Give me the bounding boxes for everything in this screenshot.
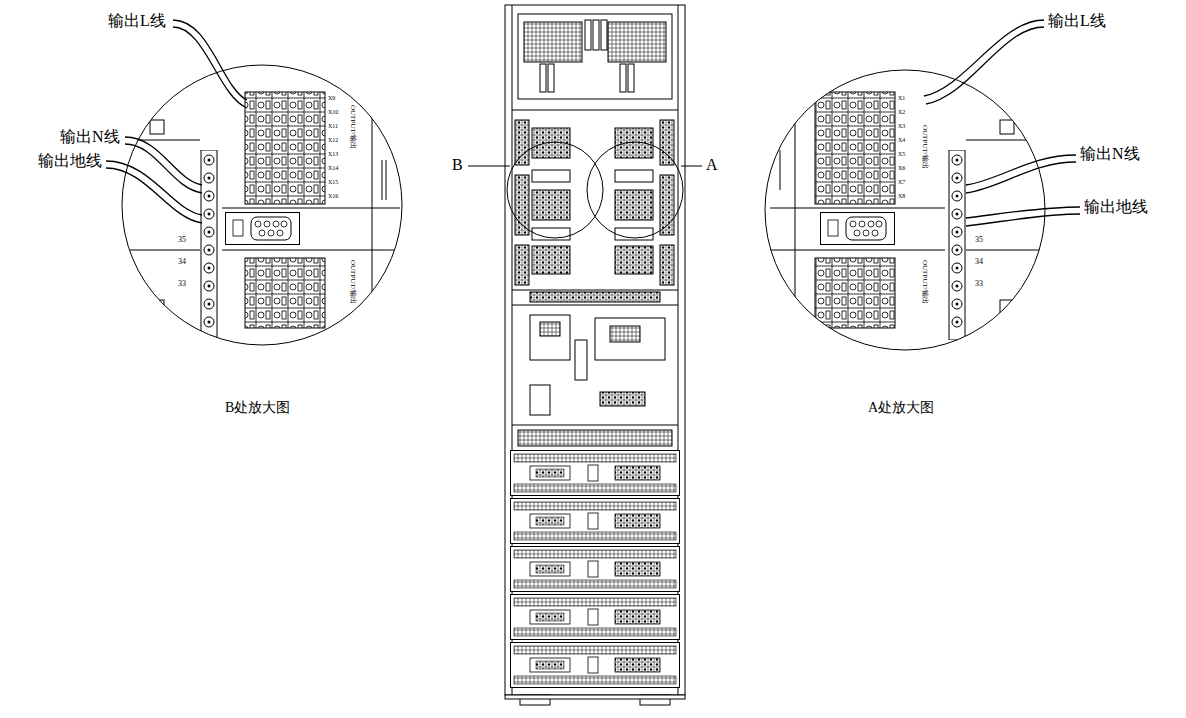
view-caption: B处放大图 xyxy=(225,400,290,415)
terminal-number: X3 xyxy=(898,123,905,130)
terminal-number: X8 xyxy=(898,193,905,200)
cabinet-feet xyxy=(505,695,685,705)
terminal-number: X9 xyxy=(328,95,335,102)
view-caption: A处放大图 xyxy=(868,400,934,415)
output-marking: OUTPUT/输出 xyxy=(920,260,928,304)
callout-circles xyxy=(468,142,702,238)
terminal-number: X7 xyxy=(898,179,905,186)
wire-label: 输出N线 xyxy=(60,128,120,146)
wire-label: 输出地线 xyxy=(38,152,102,170)
callout-letter: A xyxy=(706,156,718,174)
terminal-number: X12 xyxy=(328,137,338,144)
bar-number: 35 xyxy=(178,236,186,245)
detail-b xyxy=(110,60,410,360)
bar-number: 33 xyxy=(975,280,983,289)
wire-label: 输出L线 xyxy=(1048,12,1106,30)
cabinet xyxy=(505,5,685,695)
terminal-number: X13 xyxy=(328,151,338,158)
wire-label: 输出N线 xyxy=(1080,145,1140,163)
terminal-number: X16 xyxy=(328,193,338,200)
terminal-number: X5 xyxy=(898,151,905,158)
terminal-number: X15 xyxy=(328,179,338,186)
terminal-number: X11 xyxy=(328,123,338,130)
terminal-number: X4 xyxy=(898,137,905,144)
bar-number: 35 xyxy=(975,236,983,245)
callout-letter: B xyxy=(452,156,463,174)
wire-label: 输出L线 xyxy=(108,12,166,30)
bar-number: 34 xyxy=(178,258,186,267)
terminal-number: X6 xyxy=(898,165,905,172)
detail-a xyxy=(760,65,1060,370)
terminal-number: X2 xyxy=(898,109,905,116)
wire-label: 输出地线 xyxy=(1084,198,1148,216)
bar-number: 33 xyxy=(178,280,186,289)
terminal-number: X14 xyxy=(328,165,338,172)
output-wires xyxy=(106,20,1080,226)
bar-number: 34 xyxy=(975,258,983,267)
output-marking: OUTPUT/输出 xyxy=(348,260,356,304)
output-marking: OUTPUT/输出 xyxy=(920,125,928,169)
terminal-number: X10 xyxy=(328,109,338,116)
terminal-number: X1 xyxy=(898,95,905,102)
output-marking: OUTPUT/输出 xyxy=(348,105,356,149)
